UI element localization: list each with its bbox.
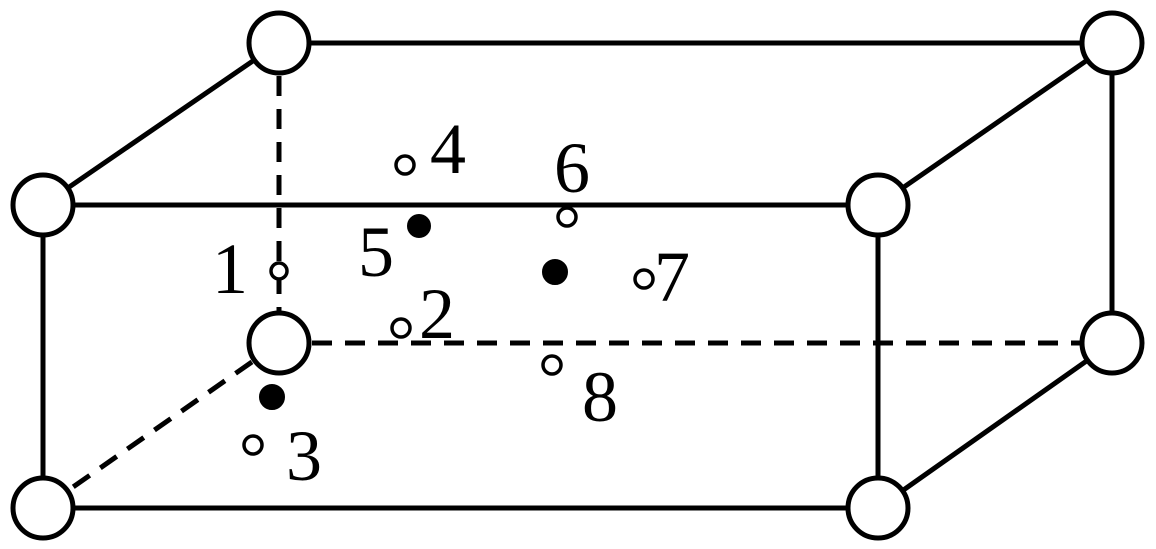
site-label-2: 2 (419, 274, 455, 354)
interstitial-sites (242, 154, 655, 456)
lattice-atom-ml (10, 172, 76, 238)
site-label-7: 7 (654, 237, 690, 317)
site-5-filled-marker (407, 214, 431, 238)
lattice-atom-bl (10, 475, 76, 541)
site-label-1: 1 (212, 229, 248, 309)
site-label-8: 8 (582, 357, 618, 437)
site-label-6: 6 (554, 128, 590, 208)
lattice-vertices (10, 10, 1145, 541)
edge-9 (875, 340, 1115, 511)
lattice-atom-c (246, 310, 312, 376)
edge-2 (40, 40, 282, 208)
site-label-5: 5 (358, 212, 394, 292)
lattice-atom-r (1079, 310, 1145, 376)
cell-edges (40, 40, 1115, 511)
lattice-atom-mr (845, 172, 911, 238)
site-3-open-marker (242, 434, 264, 456)
site-labels: 1 2 3 45 678 (212, 109, 690, 496)
hidden-edge-3 (41, 340, 281, 511)
site-2-open-marker (390, 317, 412, 339)
lattice-atom-tr (1079, 10, 1145, 76)
site-7-open-marker (633, 268, 655, 290)
lattice-atom-br (845, 475, 911, 541)
site-8-open-marker (541, 354, 563, 376)
site-unlabeled-8-filled-marker (542, 259, 568, 285)
site-label-3: 3 (286, 416, 322, 496)
edge-4 (875, 40, 1115, 208)
site-label-4: 4 (430, 109, 466, 189)
site-1-open-marker (269, 261, 289, 281)
site-4-open-marker (394, 154, 416, 176)
site-6-open-marker (556, 206, 578, 228)
lattice-atom-tl (246, 10, 312, 76)
site-unlabeled-9-filled-marker (259, 384, 285, 410)
